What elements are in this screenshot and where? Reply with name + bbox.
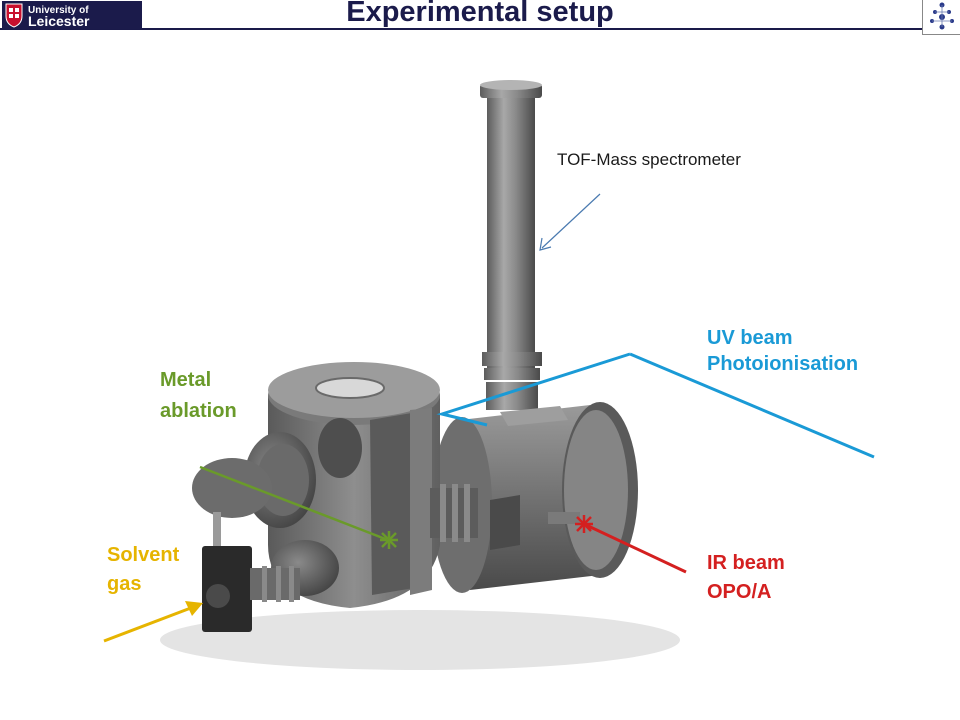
ir-beam: [583, 522, 687, 574]
uv-beam: [436, 352, 875, 459]
metal-ablation-beam: [199, 465, 389, 542]
uv-beam-label-line1: UV beam: [707, 327, 793, 349]
slide-header: University of Leicester Experimental set…: [0, 0, 960, 35]
page-title: Experimental setup: [346, 0, 614, 28]
ir-window: [548, 512, 580, 524]
source-chamber: [268, 362, 440, 608]
molecule-logo: [922, 0, 960, 35]
metal-spark-icon: [380, 531, 398, 549]
logo-line2: Leicester: [28, 13, 90, 29]
solvent-gas-label-line2: gas: [107, 573, 142, 595]
logo-line1: University of: [28, 5, 89, 16]
pulsed-valve: [202, 512, 300, 632]
molecule-icon: [930, 2, 954, 30]
ir-beam-label-line2: OPO/A: [707, 581, 772, 603]
solvent-gas-label-line1: Solvent: [107, 544, 180, 566]
tof-pointer-arrow: [539, 193, 601, 251]
university-logo: University of Leicester: [2, 1, 142, 29]
connector-bellows: [430, 484, 520, 550]
header-band: [0, 0, 960, 30]
metal-ablation-label-line2: ablation: [160, 400, 237, 422]
tof-label: TOF-Mass spectrometer: [557, 150, 741, 169]
ir-spark-icon: [575, 515, 593, 533]
tof-tube: [480, 80, 542, 410]
floor-shadow: [160, 610, 680, 670]
metal-ablation-label-line1: Metal: [160, 369, 212, 391]
uv-beam-label-line2: Photoionisation: [707, 353, 859, 375]
ir-beam-label-line1: IR beam: [707, 552, 785, 574]
crest-icon: University of Leicester: [5, 3, 90, 29]
solvent-gas-arrow: [103, 601, 203, 643]
